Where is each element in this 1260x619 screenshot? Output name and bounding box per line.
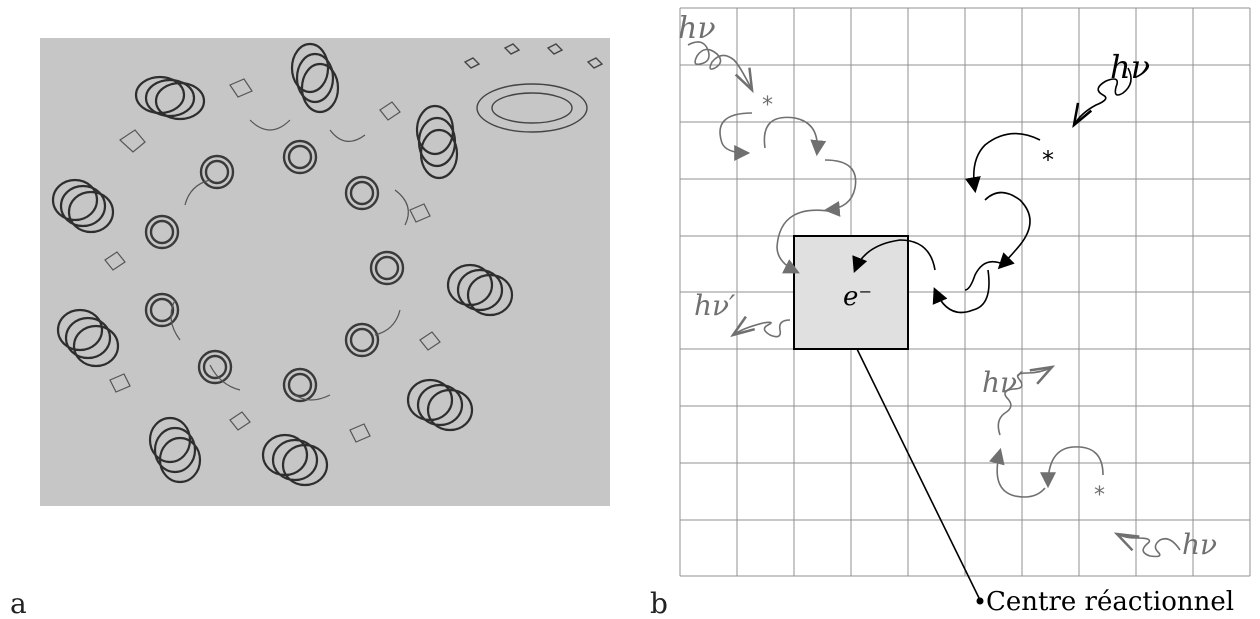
photon-path-left-emission [733, 320, 791, 338]
electron-label: e⁻ [843, 282, 872, 312]
photon-in-label-2: hν [1110, 48, 1150, 86]
excitation-mark-2: * [1042, 146, 1054, 174]
reaction-center-label: Centre réactionnel [986, 587, 1234, 617]
excitation-mark-1: * [762, 93, 773, 118]
photon-out-label-2: hν′ [982, 366, 1024, 399]
panel-a-label: a [10, 587, 27, 619]
photon-in-label-3: hν [1182, 528, 1217, 561]
photon-path-bottom-right [989, 367, 1181, 558]
photon-path-right [852, 67, 1132, 314]
reaction-center-dot [976, 597, 984, 605]
lh2-complex-image [40, 38, 610, 506]
lattice-grid [679, 7, 1251, 577]
excitation-mark-3: * [1094, 483, 1105, 508]
reaction-center-box [793, 235, 909, 350]
photon-in-label-1: hν [678, 11, 716, 46]
photon-out-label-1: hν′ [694, 289, 736, 322]
reaction-center-leader-line [856, 348, 981, 601]
panel-b-label: b [650, 587, 668, 619]
photon-path-top-left [687, 41, 857, 274]
